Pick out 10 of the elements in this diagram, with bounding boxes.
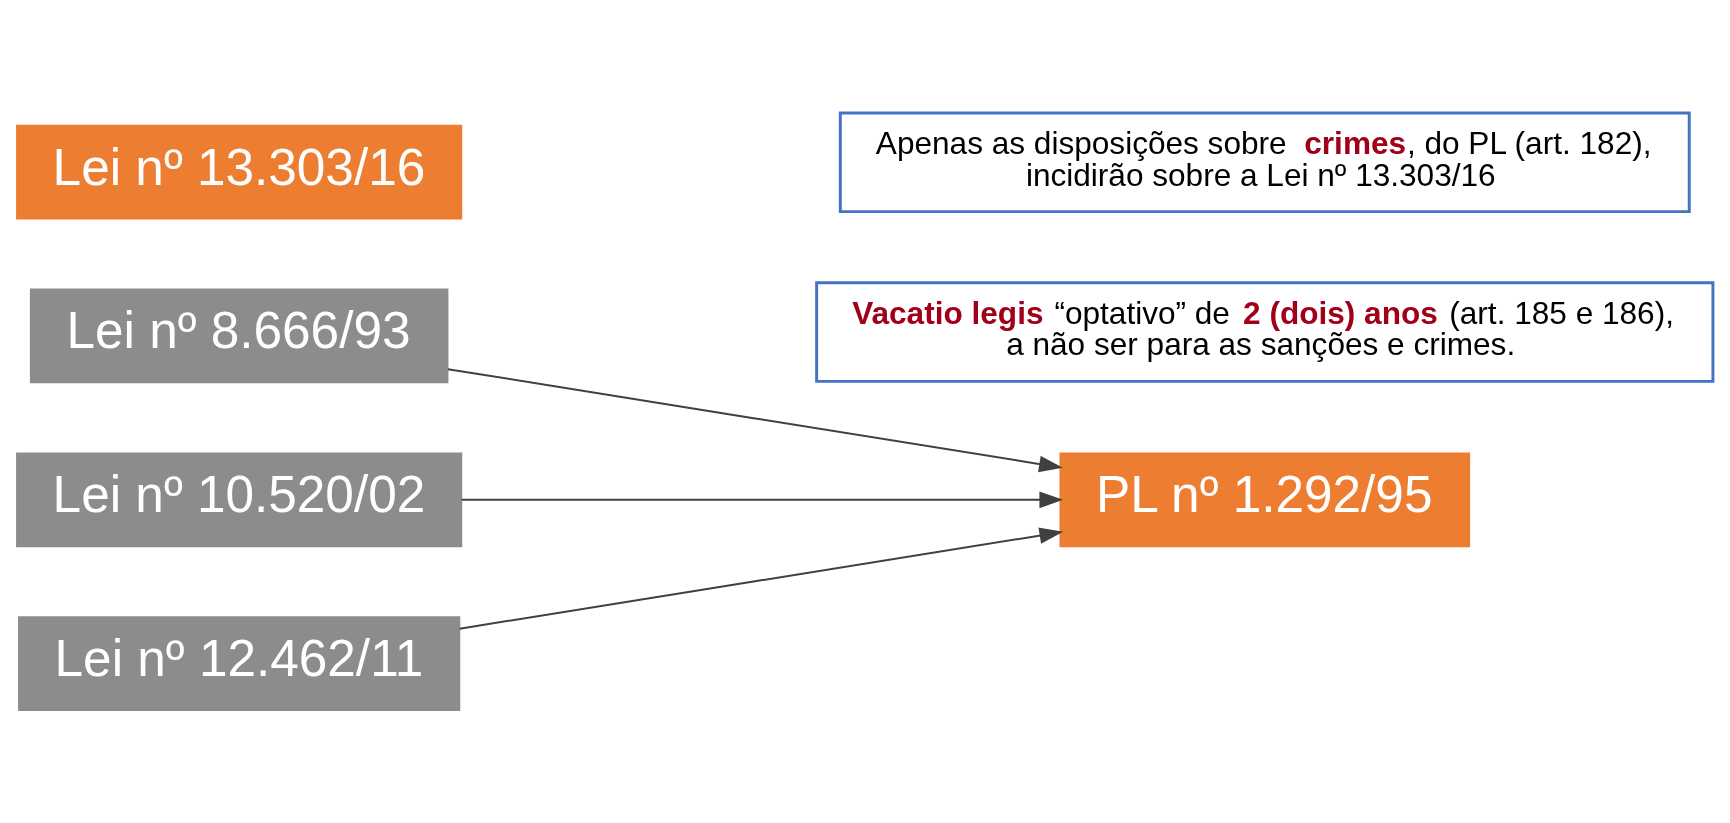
arrow (446, 368, 1063, 473)
arrow (460, 491, 1064, 509)
arrow (458, 527, 1064, 630)
node-box: Vacatio legis “optativo” de 2 (dois) anos (art. 185 e 186), a não ser para as sanções e crimes. (815, 281, 1715, 383)
node-box: PL nº 1.292/95 (1059, 452, 1471, 548)
node-box: Lei nº 10.520/02 (16, 452, 463, 548)
node-box: Lei nº 12.462/11 (18, 616, 461, 712)
node-box: Lei nº 8.666/93 (29, 288, 449, 384)
node-box: Apenas as disposições sobre crimes, do PL (art. 182), incidirão sobre a Lei nº 13.303/16 (838, 111, 1691, 214)
node-box: Lei nº 13.303/16 (16, 124, 463, 220)
